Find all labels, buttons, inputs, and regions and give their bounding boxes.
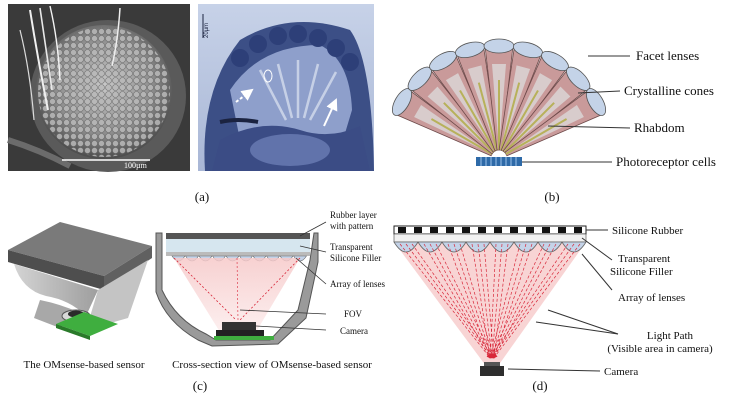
photoreceptor-block <box>476 157 522 166</box>
rubber-pattern-dot <box>430 227 438 233</box>
light-ray <box>471 243 492 359</box>
light-ray <box>490 243 503 359</box>
rhabdom-line <box>430 118 493 155</box>
rhabdom-line <box>500 82 521 151</box>
light-ray <box>492 243 533 359</box>
light-ray <box>489 243 569 359</box>
light-rays <box>399 243 581 359</box>
panel-b: Facet lenses Crystalline cones Rhabdom P… <box>391 38 716 204</box>
micro-scale-text: 20µm <box>204 23 210 38</box>
micro-facets <box>231 25 359 71</box>
sensor-3d-render <box>8 222 152 340</box>
label-camera-d: Camera <box>604 366 638 378</box>
rubber-pattern-dot <box>558 227 566 233</box>
light-ray <box>435 243 495 359</box>
panel-d-label: (d) <box>532 378 547 393</box>
caption-cross-section: Cross-section view of OMsense-based sens… <box>172 359 372 371</box>
light-ray <box>491 243 575 359</box>
light-ray <box>411 243 495 359</box>
light-ray <box>477 243 494 359</box>
scale-bar-text: 100µm <box>124 161 148 170</box>
sem-eye-image: 100µm <box>7 4 190 172</box>
light-cone <box>394 242 586 366</box>
white-arrow-left <box>235 88 254 103</box>
rhabdom-line <box>503 102 555 154</box>
rubber-pattern-dot <box>398 227 406 233</box>
rubber-pattern-dot <box>462 227 470 233</box>
label-filler-d1: Transparent <box>618 253 670 265</box>
camera-d <box>480 366 504 376</box>
label-rhabdom: Rhabdom <box>634 120 685 135</box>
micro-eye-image: 0 20µm <box>198 4 374 171</box>
label-silicone-rubber: Silicone Rubber <box>612 225 684 237</box>
rhabdom-line <box>459 89 496 152</box>
label-rubber-2: with pattern <box>330 221 374 231</box>
panel-c-label: (c) <box>193 378 207 393</box>
panel-a: 100µm 0 20µm <box>7 4 374 204</box>
crystalline-cone <box>501 65 531 151</box>
rubber-pattern-dot <box>526 227 534 233</box>
rhabdom-line <box>502 89 539 152</box>
cross-section <box>155 232 319 347</box>
ommatidia-fan <box>391 38 607 157</box>
rubber-pattern-dot <box>510 227 518 233</box>
panel-b-label: (b) <box>544 189 559 204</box>
rubber-pattern-dot <box>494 227 502 233</box>
light-ray <box>453 243 493 359</box>
panel-a-label: (a) <box>195 189 209 204</box>
facet-lens <box>585 88 607 116</box>
rubber-pattern-dot <box>414 227 422 233</box>
light-ray <box>423 243 491 359</box>
label-filler-2: Silicone Filler <box>330 253 381 263</box>
light-ray <box>447 243 491 359</box>
rubber-pattern-dot <box>574 227 582 233</box>
rubber-pattern-dot <box>446 227 454 233</box>
light-ray <box>493 243 581 359</box>
rhabdom-line <box>505 118 568 155</box>
light-ray <box>492 243 509 359</box>
rubber-pattern-dot <box>478 227 486 233</box>
light-ray <box>493 243 557 359</box>
label-camera-c: Camera <box>340 326 368 336</box>
label-array-lenses-c: Array of lenses <box>330 279 385 289</box>
label-rubber-1: Rubber layer <box>330 210 377 220</box>
light-ray <box>429 243 493 359</box>
rubber-pattern <box>398 227 582 233</box>
label-photoreceptor-cells: Photoreceptor cells <box>616 154 716 169</box>
label-crystalline-cones: Crystalline cones <box>624 83 714 98</box>
panel-d: Silicone Rubber Transparent Silicone Fil… <box>393 225 713 393</box>
label-filler-d2: Silicone Filler <box>610 266 673 278</box>
cross-section-camera <box>222 322 256 330</box>
rhabdom-line <box>443 102 495 154</box>
silicone-rubber-layer <box>393 225 587 235</box>
label-light-path-2: (Visible area in camera) <box>607 343 713 355</box>
label-fov: FOV <box>344 309 363 319</box>
label-filler-1: Transparent <box>330 242 373 252</box>
panel-c: The OMsense-based sensor Rubber layer wi… <box>8 210 385 393</box>
filler-layer <box>393 233 587 243</box>
light-ray <box>491 243 551 359</box>
label-array-lenses-d: Array of lenses <box>618 292 685 304</box>
light-ray <box>399 243 491 359</box>
white-arrow-right <box>323 98 338 127</box>
fov-region <box>174 258 300 332</box>
photoreceptor-stripes <box>480 157 517 166</box>
light-ray <box>489 243 545 359</box>
light-ray <box>405 243 493 359</box>
rubber-pattern-dot <box>542 227 550 233</box>
crystalline-cone <box>467 65 497 151</box>
light-ray <box>483 243 496 359</box>
label-facet-lenses: Facet lenses <box>636 48 699 63</box>
light-ray <box>488 243 497 359</box>
caption-sensor: The OMsense-based sensor <box>24 359 145 371</box>
facet-lens <box>483 38 515 54</box>
rhabdom-line <box>477 82 498 151</box>
label-light-path-1: Light Path <box>647 330 694 342</box>
